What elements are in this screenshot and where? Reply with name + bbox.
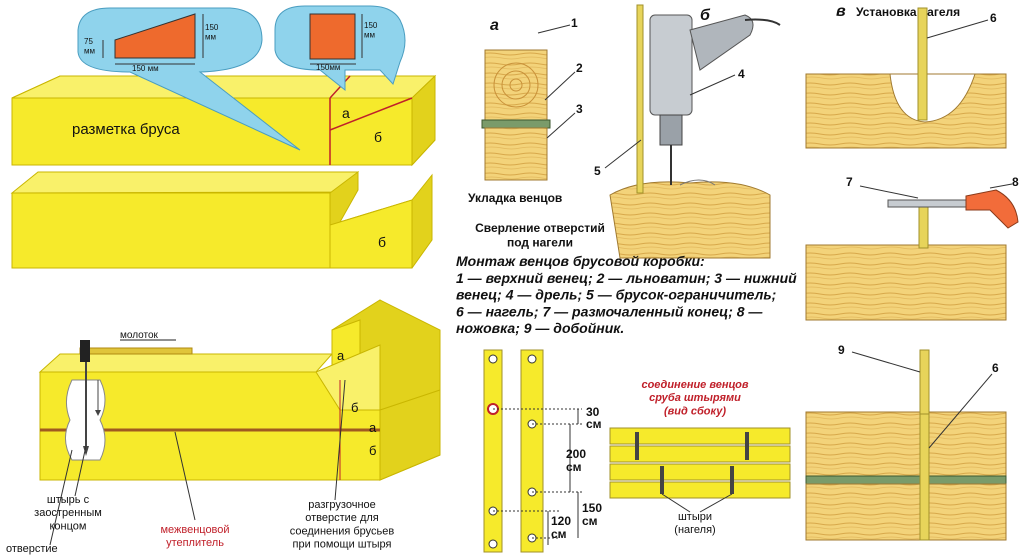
panel-a-caption: Укладка венцов	[468, 191, 562, 205]
panel-v-letter: в	[836, 3, 846, 20]
dim-200: 200	[566, 447, 586, 461]
dowel-driver	[919, 349, 930, 415]
dim-120-unit: см	[551, 527, 567, 541]
label-6a: 6	[990, 11, 997, 25]
panel-a-letter: а	[490, 17, 499, 34]
hammer-label: молоток	[120, 330, 159, 341]
panel-b-letter: б	[700, 7, 711, 24]
panel-a: а 1 2 3 Укладка венцов	[468, 16, 583, 205]
hole-label: отверстие	[6, 543, 58, 555]
beam-bottom-mark-a2: а	[369, 420, 377, 435]
label-9: 9	[838, 343, 845, 357]
post-left	[483, 349, 503, 553]
dim-150-unit: см	[582, 514, 598, 528]
label-3: 3	[576, 102, 583, 116]
label-8: 8	[1012, 175, 1019, 189]
cross-section-trapezoid	[114, 13, 196, 59]
beam-top-mark-b: б	[374, 129, 382, 145]
handsaw-blade	[887, 199, 969, 208]
panel-v: в Установка нагеля 6 7 8 9 6	[805, 3, 1019, 541]
label-4: 4	[738, 67, 745, 81]
label-5: 5	[594, 164, 601, 178]
post-right	[520, 349, 544, 553]
dim-150: 150	[582, 501, 602, 515]
beam-bottom-mark-a1: а	[337, 348, 345, 363]
flax-tow-layer	[481, 119, 551, 129]
upper-log	[484, 49, 548, 121]
dim-120: 120	[551, 514, 571, 528]
beam-middle: б	[10, 171, 433, 269]
dim-30-unit: см	[586, 417, 602, 431]
beam-middle-mark-b: б	[378, 234, 386, 250]
legend-text: Монтаж венцов брусовой коробки:1 — верхн…	[456, 253, 797, 336]
beam-bottom-mark-b2: б	[369, 443, 376, 458]
dowel-step3	[919, 413, 930, 541]
pin-spacing: 30 см 200 см 150 см 120 см соединение ве…	[483, 349, 791, 553]
drill-body	[649, 14, 693, 116]
limiter-bar	[636, 4, 644, 194]
bubble-left-width-label: 150 мм	[132, 64, 159, 73]
bubble-right-width-label: 150мм	[316, 63, 340, 72]
cross-section-square	[309, 13, 356, 60]
dowel-step1	[917, 7, 928, 121]
panel-v-title: Установка нагеля	[856, 5, 960, 19]
beam-top: разметка бруса а б	[11, 74, 437, 167]
label-6b: 6	[992, 361, 999, 375]
beam-bottom-mark-b1: б	[351, 400, 358, 415]
beam-top-title: разметка бруса	[72, 121, 180, 138]
dim-200-unit: см	[566, 460, 582, 474]
label-7: 7	[846, 175, 853, 189]
label-1: 1	[571, 16, 578, 30]
beam-top-mark-a: а	[342, 105, 350, 121]
pins-dowels-label: штыри(нагеля)	[674, 511, 715, 536]
label-2: 2	[576, 61, 583, 75]
lower-log	[484, 127, 548, 181]
dim-30: 30	[586, 405, 600, 419]
